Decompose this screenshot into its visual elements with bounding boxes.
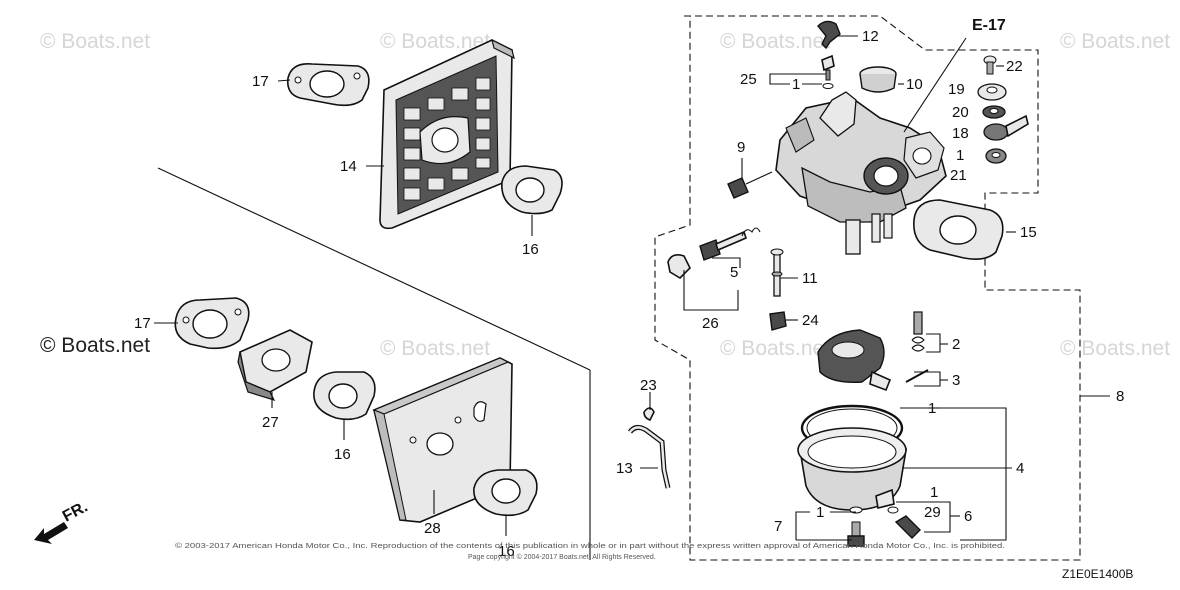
watermark: © Boats.net (1060, 337, 1170, 360)
part-15-gasket[interactable] (913, 199, 1004, 260)
callout-21: 21 (950, 167, 967, 184)
callout-17: 17 (252, 73, 269, 90)
front-direction-arrow: FR. (34, 498, 91, 544)
callout-12: 12 (862, 28, 879, 45)
part-4-float-chamber[interactable] (797, 427, 908, 511)
page-copyright: Page copyright © 2004-2017 Boats.net. Al… (468, 553, 656, 561)
part-3-float[interactable] (817, 329, 929, 392)
part-18-lever[interactable] (983, 114, 1029, 141)
callout-24: 24 (802, 312, 819, 329)
part-24-main-jet[interactable] (769, 311, 787, 331)
callout-18: 18 (952, 125, 969, 142)
callout-1: 1 (930, 484, 938, 501)
leader-lines (154, 35, 1110, 541)
callout-23: 23 (640, 377, 657, 394)
callout-labels: 17 14 16 17 27 16 28 16 E-17 12 25 1 10 … (134, 17, 1124, 560)
part-19-washer[interactable] (977, 83, 1007, 101)
diagram-code: Z1E0E1400B (1062, 567, 1133, 581)
callout-14: 14 (340, 158, 357, 175)
watermark: © Boats.net (1060, 30, 1170, 53)
reference-tag-e17: E-17 (972, 17, 1006, 34)
callout-5: 5 (730, 264, 738, 281)
callout-3: 3 (952, 372, 960, 389)
callout-26: 26 (702, 315, 719, 332)
watermark: © Boats.net (720, 337, 830, 360)
part-7-bolt[interactable] (847, 506, 865, 547)
separator-line (157, 167, 591, 371)
callout-28: 28 (424, 520, 441, 537)
watermark-dark: © Boats.net (40, 334, 150, 357)
part-14-insulator-plate[interactable] (379, 38, 515, 230)
front-direction-label: FR. (60, 498, 91, 525)
watermark: © Boats.net (720, 30, 830, 53)
callout-25: 25 (740, 71, 757, 88)
callout-15: 15 (1020, 224, 1037, 241)
callout-16: 16 (522, 241, 539, 258)
part-20-seal[interactable] (982, 105, 1006, 119)
watermark-group: © Boats.net © Boats.net © Boats.net © Bo… (40, 30, 1170, 360)
callout-19: 19 (948, 81, 965, 98)
part-13-drain-tube[interactable] (628, 424, 671, 489)
part-22-screw[interactable] (983, 55, 997, 75)
watermark: © Boats.net (40, 30, 150, 53)
callout-8: 8 (1116, 388, 1124, 405)
part-21-nut[interactable] (985, 148, 1007, 164)
part-25-screw-set[interactable] (821, 54, 835, 89)
callout-27: 27 (262, 414, 279, 431)
part-27-insulator-block[interactable] (237, 329, 313, 401)
watermark: © Boats.net (380, 337, 490, 360)
callout-6: 6 (964, 508, 972, 525)
part-11-main-nozzle[interactable] (770, 248, 784, 297)
part-29-drain-bolt[interactable] (887, 506, 921, 539)
watermark: © Boats.net (380, 30, 490, 53)
assembly-outline (654, 15, 1081, 561)
callout-1: 1 (792, 76, 800, 93)
callout-20: 20 (952, 104, 969, 121)
callout-9: 9 (737, 139, 745, 156)
callout-11: 11 (802, 270, 818, 287)
callout-1: 1 (956, 147, 964, 164)
callout-2: 2 (952, 336, 960, 353)
part-16-gasket-bottom[interactable] (473, 469, 538, 517)
copyright-notice: © 2003-2017 American Honda Motor Co., In… (175, 542, 1005, 550)
callout-7: 7 (774, 518, 782, 535)
part-17-gasket-bottom[interactable] (174, 297, 250, 350)
part-23-clip[interactable] (643, 407, 655, 421)
part-2-float-valve[interactable] (911, 311, 925, 352)
callout-17: 17 (134, 315, 151, 332)
callout-4: 4 (1016, 460, 1024, 477)
part-9-screw[interactable] (727, 171, 773, 199)
callout-1: 1 (928, 400, 936, 417)
callout-1: 1 (816, 504, 824, 521)
callout-13: 13 (616, 460, 633, 477)
part-10-cap[interactable] (859, 66, 897, 93)
callout-16: 16 (334, 446, 351, 463)
callout-10: 10 (906, 76, 923, 93)
callout-29: 29 (924, 504, 941, 521)
part-5-pilot-screw-set[interactable] (699, 227, 761, 261)
carburetor-body[interactable] (775, 91, 947, 255)
part-16-gasket-top[interactable] (501, 165, 563, 215)
part-12-vent-clip[interactable] (817, 20, 841, 50)
part-26-cap[interactable] (667, 254, 691, 280)
callout-16: 16 (498, 543, 515, 560)
callout-22: 22 (1006, 58, 1023, 75)
part-17-gasket-top[interactable] (286, 62, 370, 107)
part-16-gasket-middle[interactable] (313, 371, 376, 421)
